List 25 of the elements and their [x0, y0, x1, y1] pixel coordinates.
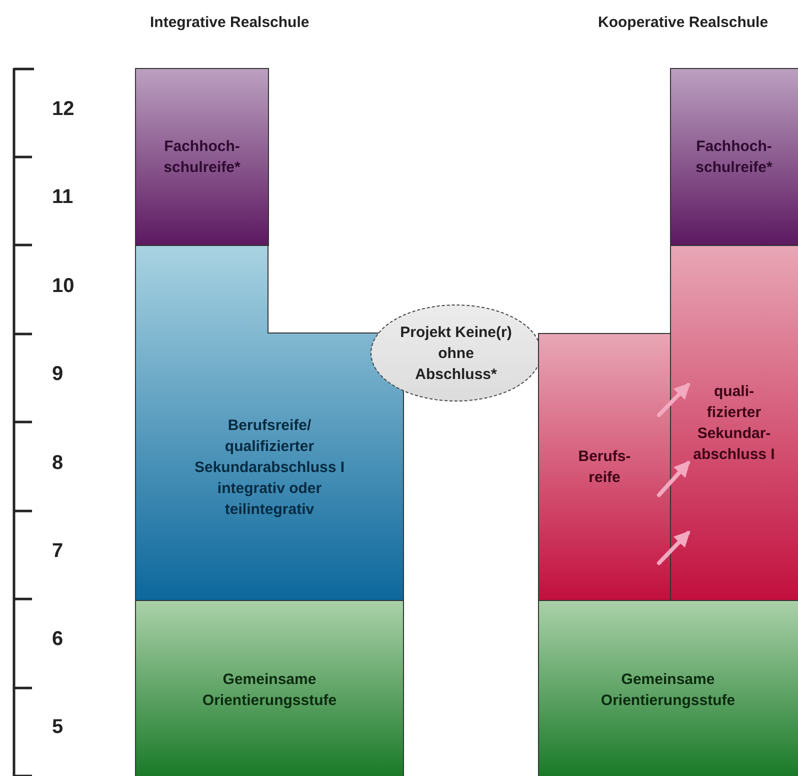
- arrow: [657, 530, 690, 565]
- grade-number: 10: [52, 275, 74, 298]
- block-label: quali- fizierter Sekundar- abschluss I: [692, 382, 776, 465]
- block-label: Fachhoch- schulreife*: [162, 137, 242, 178]
- column-heading: Kooperative Realschule: [598, 14, 768, 31]
- qualification-block: [670, 68, 798, 246]
- block-label: Berufs- reife: [577, 447, 632, 488]
- block-label: Gemeinsame Orientierungsstufe: [600, 670, 736, 711]
- block-label: Berufsreife/ qualifizierter Sekundarabschluss I integrativ oder teilintegrativ: [193, 416, 346, 520]
- grade-number: 11: [52, 186, 74, 209]
- grade-number: 9: [52, 363, 64, 386]
- stage-block: [538, 600, 798, 776]
- grade-number: 12: [52, 98, 74, 121]
- block-label: Gemeinsame Orientierungsstufe: [201, 670, 338, 711]
- arrow: [657, 460, 690, 497]
- grade-number: 7: [52, 540, 64, 563]
- column-heading: Integrative Realschule: [150, 14, 310, 31]
- block-label: Fachhoch- schulreife*: [694, 137, 774, 178]
- grade-number: 6: [52, 628, 64, 651]
- qualification-block: [135, 68, 269, 246]
- arrow: [657, 382, 690, 417]
- qualification-block: [538, 333, 671, 601]
- block-label: Projekt Keine(r) ohne Abschluss*: [399, 322, 513, 384]
- grade-number: 5: [52, 716, 64, 739]
- grade-number: 8: [52, 452, 64, 475]
